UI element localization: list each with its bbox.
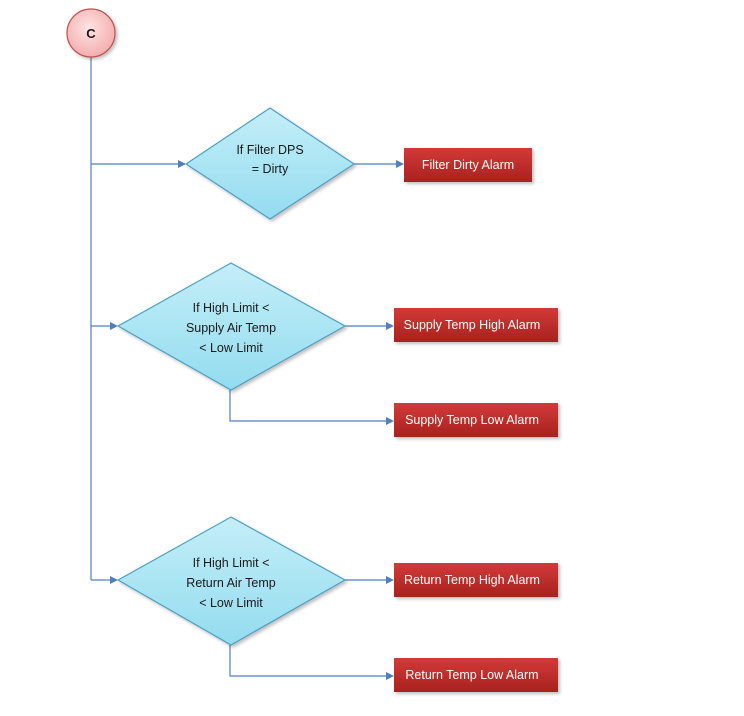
alarm-label: Return Temp Low Alarm xyxy=(405,668,538,682)
arrowhead xyxy=(386,417,394,425)
decision-filter-dps: If Filter DPS = Dirty xyxy=(184,107,356,220)
decision-text-line: If High Limit < xyxy=(193,301,270,315)
alarm-label: Supply Temp High Alarm xyxy=(404,318,541,332)
decision-text-line: If Filter DPS xyxy=(236,143,303,157)
decision-text-line: = Dirty xyxy=(252,162,289,176)
arrowhead xyxy=(396,160,404,168)
decision-text-line: Return Air Temp xyxy=(186,576,275,590)
connector-to-supply-low xyxy=(229,390,389,422)
start-node: C xyxy=(66,8,116,58)
arrowhead xyxy=(110,576,118,584)
arrowhead xyxy=(386,576,394,584)
arrowhead xyxy=(386,322,394,330)
alarm-return-low: Return Temp Low Alarm xyxy=(394,658,558,692)
decision-text-line: If High Limit < xyxy=(193,556,270,570)
decision-text-line: Supply Air Temp xyxy=(186,321,276,335)
decision-return-air-temp: If High Limit < Return Air Temp < Low Li… xyxy=(116,516,347,646)
decision-supply-air-temp: If High Limit < Supply Air Temp < Low Li… xyxy=(116,262,347,391)
connector-to-return-low xyxy=(229,645,389,677)
start-label: C xyxy=(86,26,96,41)
decision-text-line: < Low Limit xyxy=(199,596,263,610)
alarm-label: Return Temp High Alarm xyxy=(404,573,540,587)
connectors xyxy=(90,57,404,680)
alarm-return-high: Return Temp High Alarm xyxy=(394,563,558,597)
alarm-label: Filter Dirty Alarm xyxy=(422,158,514,172)
arrowhead xyxy=(110,322,118,330)
arrowhead xyxy=(178,160,186,168)
alarm-supply-high: Supply Temp High Alarm xyxy=(394,308,558,342)
alarm-filter-dirty: Filter Dirty Alarm xyxy=(404,148,532,182)
decision-text-line: < Low Limit xyxy=(199,341,263,355)
alarm-label: Supply Temp Low Alarm xyxy=(405,413,539,427)
alarm-supply-low: Supply Temp Low Alarm xyxy=(394,403,558,437)
arrowhead xyxy=(386,672,394,680)
